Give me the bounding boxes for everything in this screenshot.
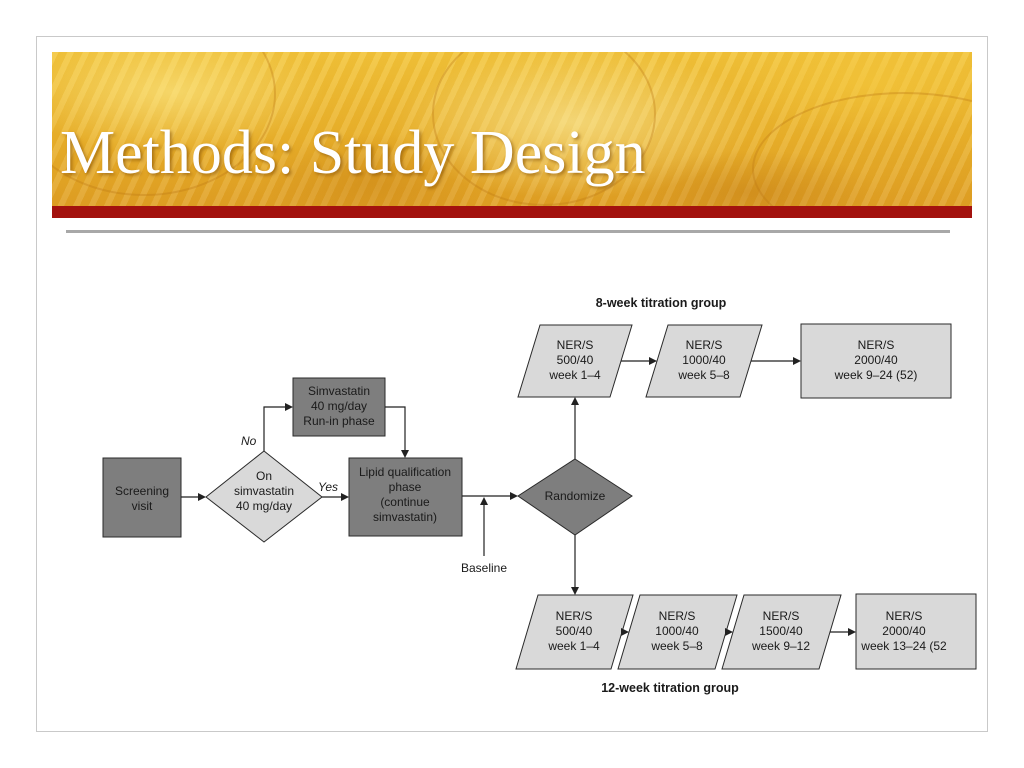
node-8wk-2-line: week 5–8	[677, 368, 730, 382]
node-lipid-line: simvastatin)	[373, 510, 437, 524]
node-12wk-dose-4: NER/S 2000/40 week 13–24 (52	[855, 593, 977, 670]
node-8wk-2-line: NER/S	[686, 338, 723, 352]
page-title: Methods: Study Design	[60, 119, 646, 187]
node-12wk-3-line: week 9–12	[751, 639, 810, 653]
arrowhead	[621, 628, 629, 636]
arrowhead	[510, 492, 518, 500]
node-8wk-dose-2: NER/S 1000/40 week 5–8	[645, 324, 763, 398]
node-decision-line: On	[256, 469, 272, 483]
node-12wk-4-line: 2000/40	[882, 624, 926, 638]
node-runin-line: Simvastatin	[308, 384, 370, 398]
node-8wk-3-line: week 9–24 (52)	[834, 368, 918, 382]
node-run-in-phase: Simvastatin 40 mg/day Run-in phase	[292, 377, 386, 437]
edge-label-yes: Yes	[318, 480, 338, 494]
title-underline-bar	[52, 206, 972, 218]
arrowhead	[571, 397, 579, 405]
edge-runin-to-lipid	[385, 406, 406, 451]
node-12wk-1-line: NER/S	[556, 609, 593, 623]
node-12wk-3-line: 1500/40	[759, 624, 803, 638]
arrowhead	[848, 628, 856, 636]
arrowhead	[649, 357, 657, 365]
node-8wk-dose-3: NER/S 2000/40 week 9–24 (52)	[800, 323, 952, 399]
node-8wk-2-line: 1000/40	[682, 353, 726, 367]
node-12wk-dose-1: NER/S 500/40 week 1–4	[515, 594, 634, 670]
shape	[645, 324, 763, 398]
node-12wk-dose-3: NER/S 1500/40 week 9–12	[721, 594, 842, 670]
node-12wk-4-line: week 13–24 (52	[860, 639, 947, 653]
shape	[617, 594, 738, 670]
node-runin-line: 40 mg/day	[311, 399, 367, 413]
shape	[800, 323, 952, 399]
node-12wk-dose-2: NER/S 1000/40 week 5–8	[617, 594, 738, 670]
node-randomize: Randomize	[517, 458, 633, 536]
node-12wk-1-line: week 1–4	[547, 639, 600, 653]
arrowhead	[725, 628, 733, 636]
edge-label-baseline: Baseline	[461, 561, 507, 575]
node-on-simvastatin-decision: On simvastatin 40 mg/day	[205, 450, 323, 543]
title-divider	[66, 230, 950, 233]
shape	[855, 593, 977, 670]
node-12wk-2-line: NER/S	[659, 609, 696, 623]
node-8wk-3-line: NER/S	[858, 338, 895, 352]
node-decision-line: simvastatin	[234, 484, 294, 498]
edges	[181, 357, 856, 636]
node-8wk-3-line: 2000/40	[854, 353, 898, 367]
node-screening-line: visit	[132, 499, 153, 513]
arrowhead	[341, 493, 349, 501]
arrowhead	[401, 450, 409, 458]
shape	[721, 594, 842, 670]
shape	[205, 450, 323, 543]
edge-decision-to-runin	[263, 406, 286, 451]
group-label-8-week: 8-week titration group	[596, 296, 727, 310]
group-label-12-week: 12-week titration group	[601, 681, 739, 695]
node-runin-line: Run-in phase	[303, 414, 375, 428]
node-decision-line: 40 mg/day	[236, 499, 292, 513]
node-lipid-line: Lipid qualification	[359, 465, 451, 479]
edge-label-no: No	[241, 434, 257, 448]
node-12wk-2-line: 1000/40	[655, 624, 699, 638]
node-12wk-1-line: 500/40	[556, 624, 593, 638]
shape	[515, 594, 634, 670]
node-screening-visit: Screening visit	[102, 457, 182, 538]
arrowhead	[480, 497, 488, 505]
shape	[348, 457, 463, 537]
node-lipid-qualification-phase: Lipid qualification phase (continue simv…	[348, 457, 463, 537]
arrowhead	[198, 493, 206, 501]
arrowhead	[571, 587, 579, 595]
arrowhead	[793, 357, 801, 365]
node-randomize-label: Randomize	[545, 489, 606, 503]
node-screening-line: Screening	[115, 484, 169, 498]
shape	[517, 324, 633, 398]
node-8wk-1-line: 500/40	[557, 353, 594, 367]
title-banner	[52, 52, 972, 206]
node-8wk-1-line: week 1–4	[548, 368, 601, 382]
node-12wk-3-line: NER/S	[763, 609, 800, 623]
node-lipid-line: phase	[389, 480, 422, 494]
node-12wk-4-line: NER/S	[886, 609, 923, 623]
node-12wk-2-line: week 5–8	[650, 639, 703, 653]
node-8wk-dose-1: NER/S 500/40 week 1–4	[517, 324, 633, 398]
node-lipid-line: (continue	[380, 495, 430, 509]
node-8wk-1-line: NER/S	[557, 338, 594, 352]
arrowhead	[285, 403, 293, 411]
